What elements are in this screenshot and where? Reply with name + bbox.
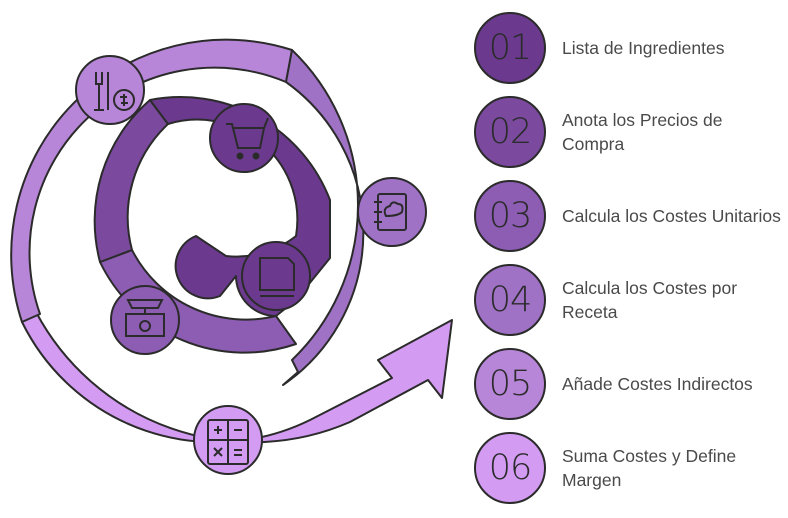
step-number-badge: 03 <box>474 180 546 252</box>
step-04: 04 Calcula los Costes por Receta <box>474 262 784 338</box>
shopping-cart-icon <box>226 117 269 160</box>
step-label: Añade Costes Indirectos <box>562 374 753 394</box>
tools-money-icon <box>94 72 135 111</box>
step-number-badge: 05 <box>474 348 546 420</box>
step-number: 01 <box>488 28 533 68</box>
step-number-badge: 02 <box>474 96 546 168</box>
step-02: 02 Anota los Precios de Compra <box>474 94 784 170</box>
step-number: 02 <box>488 112 533 152</box>
document-icon <box>259 257 295 297</box>
step-number-badge: 01 <box>474 12 546 84</box>
step-03: 03 Calcula los Costes Unitarios <box>474 178 784 254</box>
recipe-book-badge <box>357 177 427 247</box>
shopping-cart-badge <box>209 103 279 173</box>
kitchen-scale-badge <box>110 285 180 355</box>
step-05: 05 Añade Costes Indirectos <box>474 346 784 422</box>
spiral-band-04 <box>282 49 365 386</box>
document-badge <box>241 241 311 311</box>
step-number-badge: 06 <box>474 432 546 504</box>
step-number: 06 <box>488 448 533 488</box>
calculator-badge <box>193 405 263 475</box>
step-label: Lista de Ingredientes <box>562 38 725 58</box>
step-label: Suma Costes y Define Margen <box>562 446 737 490</box>
tools-money-badge <box>75 55 145 125</box>
calculator-icon <box>207 419 249 465</box>
recipe-book-icon <box>374 193 407 231</box>
step-number: 04 <box>488 280 533 320</box>
kitchen-scale-icon <box>125 299 165 337</box>
step-number-badge: 04 <box>474 264 546 336</box>
step-label: Calcula los Costes Unitarios <box>562 206 781 226</box>
step-number: 03 <box>488 196 533 236</box>
spiral-band-06 <box>21 311 453 444</box>
step-number: 05 <box>488 364 533 404</box>
step-01: 01 Lista de Ingredientes <box>474 10 784 86</box>
step-label: Calcula los Costes por Receta <box>562 278 738 322</box>
spiral-diagram <box>10 38 453 475</box>
step-label: Anota los Precios de Compra <box>562 110 723 154</box>
step-06: 06 Suma Costes y Define Margen <box>474 430 784 506</box>
